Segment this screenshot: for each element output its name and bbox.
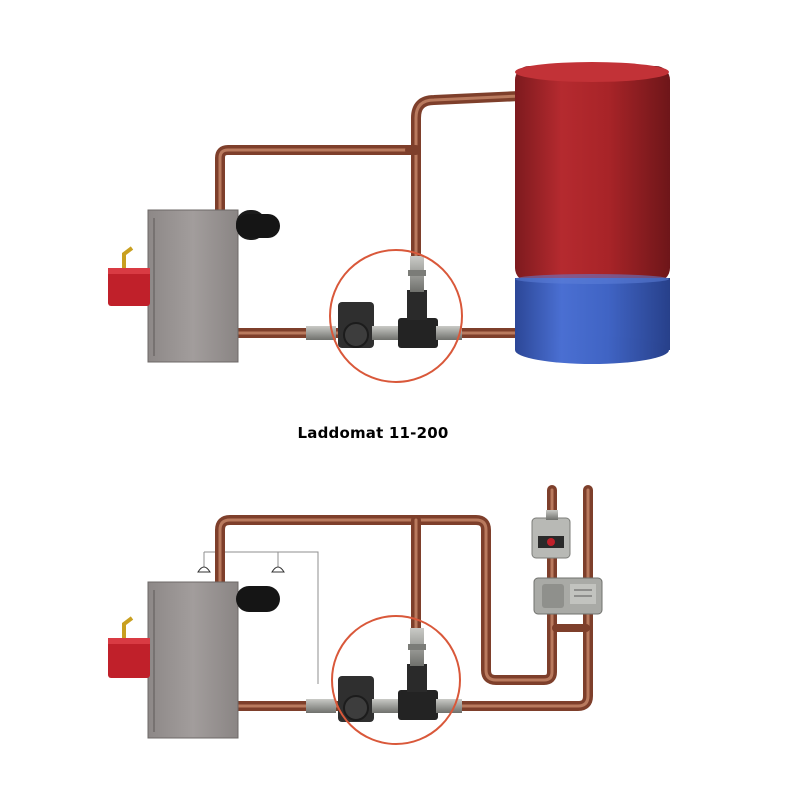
bottom-system (108, 485, 603, 745)
diagram-caption: Laddomat 11-200 (297, 424, 449, 442)
burner-icon (108, 246, 150, 306)
boiler-icon (147, 209, 280, 363)
burner-icon-bottom (108, 616, 150, 678)
bottom-pipes (215, 485, 593, 711)
secondary-pump-icon (531, 510, 571, 559)
thermostatic-valve-icon (408, 256, 426, 292)
highlight-circle-top (329, 249, 463, 383)
boiler-icon-bottom (147, 581, 280, 739)
thermostatic-valve-icon-bottom (408, 628, 426, 666)
highlight-circle-bottom (331, 615, 461, 745)
top-supply-pipe (215, 145, 415, 215)
mixing-valve-icon (533, 577, 603, 615)
storage-tank-icon (515, 62, 670, 364)
tee-fitting-icon (398, 290, 462, 348)
circulation-pump-icon-bottom (306, 676, 398, 722)
circulation-pump-icon (306, 302, 398, 348)
top-system (108, 62, 670, 383)
tee-fitting-icon-bottom (398, 664, 462, 720)
